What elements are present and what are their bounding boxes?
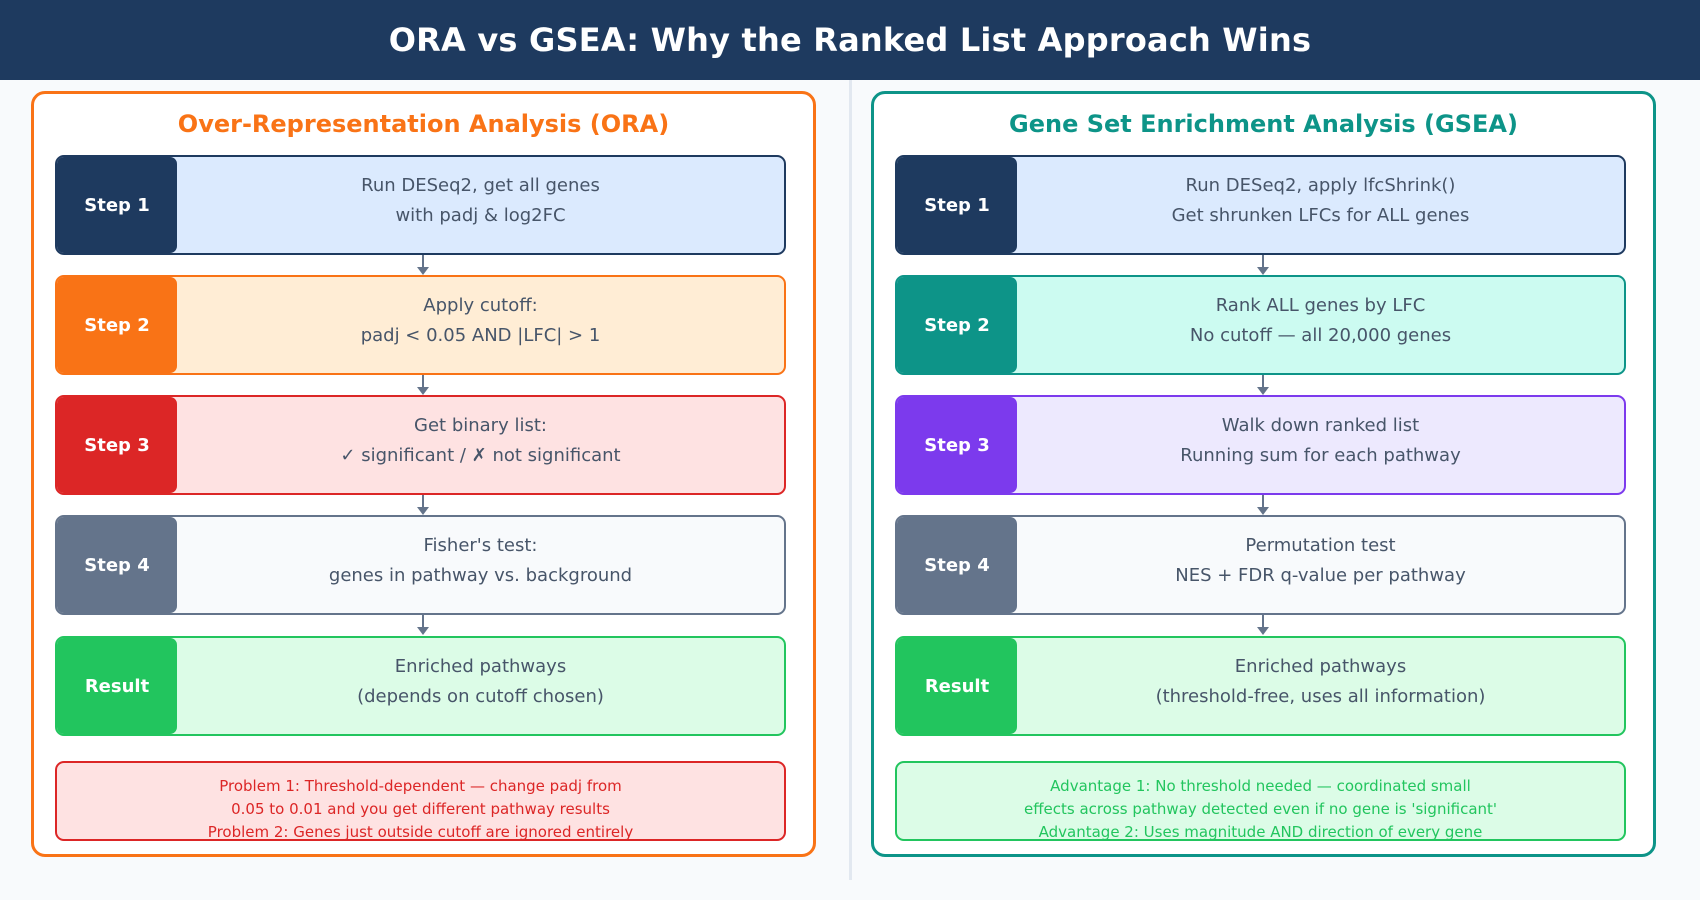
step-line-2: NES + FDR q-value per pathway [1175,565,1466,586]
step-tag: Step 3 [57,397,177,493]
gsea-step-1: Step 1 Run DESeq2, apply lfcShrink() Get … [895,155,1626,255]
step-tag: Step 3 [897,397,1017,493]
arrow-down-icon [417,375,429,395]
step-line-2: (depends on cutoff chosen) [357,686,604,707]
arrow-down-icon [417,615,429,635]
step-line-1: Apply cutoff: [423,295,538,316]
step-line-1: Walk down ranked list [1221,415,1420,436]
step-tag: Step 1 [57,157,177,253]
page-title: ORA vs GSEA: Why the Ranked List Approac… [0,0,1700,80]
note-line: 0.05 to 0.01 and you get different pathw… [231,800,610,818]
step-tag: Step 4 [57,517,177,613]
ora-step-1: Step 1 Run DESeq2, get all genes with pad… [55,155,786,255]
arrow-down-icon [1257,255,1269,275]
step-line-1: Enriched pathways [1234,656,1407,677]
step-line-1: Get binary list: [414,415,547,436]
step-line-1: Run DESeq2, get all genes [361,175,600,196]
step-tag: Step 1 [897,157,1017,253]
gsea-step-2: Step 2 Rank ALL genes by LFC No cutoff — … [895,275,1626,375]
note-line: Advantage 2: Uses magnitude AND directio… [1038,823,1483,841]
ora-step-3: Step 3 Get binary list: ✓ significant / ✗… [55,395,786,495]
ora-result: Result Enriched pathways (depends on cuto… [55,636,786,736]
step-line-1: Fisher's test: [423,535,538,556]
step-tag: Step 4 [897,517,1017,613]
step-line-2: (threshold-free, uses all information) [1155,686,1486,707]
step-line-2: Get shrunken LFCs for ALL genes [1171,205,1470,226]
ora-step-2: Step 2 Apply cutoff: padj < 0.05 AND |LFC… [55,275,786,375]
step-line-2: No cutoff — all 20,000 genes [1189,325,1452,346]
arrow-down-icon [1257,615,1269,635]
arrow-down-icon [417,495,429,515]
arrow-down-icon [1257,495,1269,515]
arrow-down-icon [417,255,429,275]
ora-panel: Over-Representation Analysis (ORA) Step … [31,91,816,857]
note-line: Problem 1: Threshold-dependent — change … [219,777,622,795]
step-line-1: Rank ALL genes by LFC [1215,295,1426,316]
gsea-panel: Gene Set Enrichment Analysis (GSEA) Step… [871,91,1656,857]
ora-problems-note: Problem 1: Threshold-dependent — change … [55,761,786,841]
ora-heading: Over-Representation Analysis (ORA) [177,110,670,138]
gsea-heading: Gene Set Enrichment Analysis (GSEA) [1009,110,1518,138]
ora-step-4: Step 4 Fisher's test: genes in pathway vs… [55,515,786,615]
step-line-2: with padj & log2FC [395,205,566,226]
arrow-down-icon [1257,375,1269,395]
step-line-1: Enriched pathways [394,656,567,677]
step-line-2: padj < 0.05 AND |LFC| > 1 [360,325,601,346]
step-tag: Result [897,638,1017,734]
step-tag: Step 2 [897,277,1017,373]
gsea-result: Result Enriched pathways (threshold-free,… [895,636,1626,736]
step-line-2: Running sum for each pathway [1180,445,1461,466]
step-line-1: Permutation test [1245,535,1396,556]
center-divider [849,80,852,880]
step-tag: Step 2 [57,277,177,373]
note-line: Problem 2: Genes just outside cutoff are… [207,823,634,841]
step-line-2: genes in pathway vs. background [328,565,633,586]
gsea-advantages-note: Advantage 1: No threshold needed — coord… [895,761,1626,841]
step-line-2: ✓ significant / ✗ not significant [340,445,621,466]
note-line: Advantage 1: No threshold needed — coord… [1050,777,1471,795]
step-tag: Result [57,638,177,734]
note-line: effects across pathway detected even if … [1023,800,1498,818]
step-line-1: Run DESeq2, apply lfcShrink() [1185,175,1456,196]
